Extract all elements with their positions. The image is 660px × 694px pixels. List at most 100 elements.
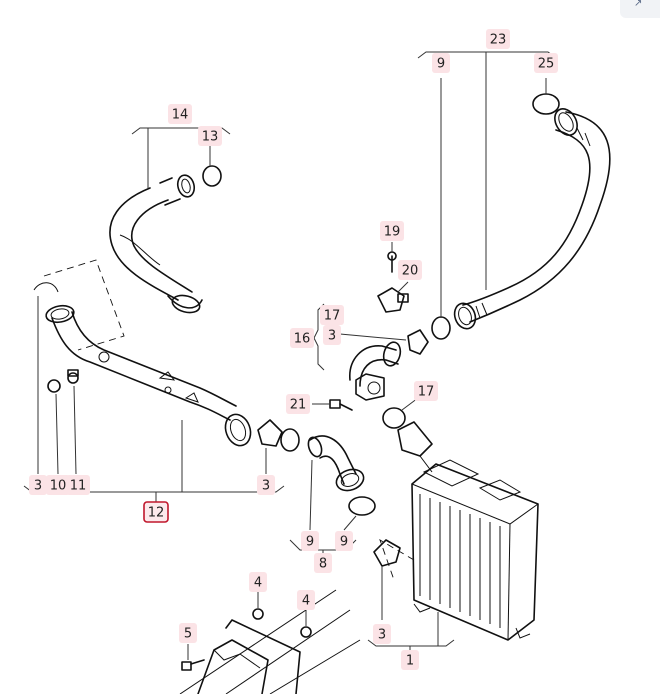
- callout-box[interactable]: [29, 475, 47, 495]
- callout-13[interactable]: 13: [198, 126, 222, 146]
- part-plug-10[interactable]: [47, 379, 61, 393]
- callout-number: 10: [50, 479, 67, 494]
- callout-box[interactable]: [323, 325, 341, 345]
- callout-5[interactable]: 5: [179, 623, 197, 643]
- part-intercooler-1[interactable]: [397, 421, 539, 641]
- callout-box[interactable]: [66, 475, 90, 495]
- callout-17[interactable]: 17: [414, 381, 438, 401]
- callout-box[interactable]: [373, 624, 391, 644]
- callout-number: 9: [340, 535, 348, 550]
- expand-button[interactable]: ↗: [620, 0, 660, 18]
- callout-3[interactable]: 3: [257, 475, 275, 495]
- callout-box[interactable]: [290, 328, 314, 348]
- callout-box[interactable]: [432, 53, 450, 73]
- callout-box[interactable]: [320, 305, 344, 325]
- part-clip-left[interactable]: [33, 282, 59, 293]
- callout-11[interactable]: 11: [66, 475, 90, 495]
- callout-box[interactable]: [143, 501, 169, 523]
- callout-number: 8: [319, 557, 327, 572]
- part-o-ring-9-upper[interactable]: [431, 316, 451, 340]
- part-nut-4-right[interactable]: [300, 626, 312, 638]
- callout-box[interactable]: [401, 650, 419, 670]
- callout-box[interactable]: [179, 623, 197, 643]
- callout-3[interactable]: 3: [323, 325, 341, 345]
- part-o-ring-25[interactable]: [532, 93, 560, 115]
- callout-box[interactable]: [168, 104, 192, 124]
- callout-20[interactable]: 20: [398, 260, 422, 280]
- callout-4[interactable]: 4: [249, 572, 267, 592]
- install-hint-outline-left: [43, 259, 125, 351]
- callout-14[interactable]: 14: [168, 104, 192, 124]
- callout-3[interactable]: 3: [29, 475, 47, 495]
- callout-box[interactable]: [314, 553, 332, 573]
- callout-box[interactable]: [414, 381, 438, 401]
- callout-23[interactable]: 23: [486, 29, 510, 49]
- leader-lines: [23, 51, 557, 660]
- callout-number: 25: [538, 57, 555, 72]
- callout-box[interactable]: [380, 221, 404, 241]
- part-nut-4-left[interactable]: [252, 608, 264, 620]
- callout-box[interactable]: [297, 590, 315, 610]
- part-bolt-11[interactable]: [67, 369, 79, 384]
- callout-8[interactable]: 8: [314, 553, 332, 573]
- callout-number: 16: [294, 332, 311, 347]
- callout-number: 19: [384, 225, 401, 240]
- part-bracket-lower[interactable]: [179, 589, 361, 694]
- callout-21[interactable]: 21: [286, 394, 310, 414]
- callout-number: 11: [70, 479, 87, 494]
- expand-icon: ↗: [634, 0, 643, 9]
- callout-16[interactable]: 16: [290, 328, 314, 348]
- callout-box[interactable]: [335, 531, 353, 551]
- callout-box[interactable]: [301, 531, 319, 551]
- callout-box[interactable]: [534, 53, 558, 73]
- part-elbow-connector-8[interactable]: [306, 435, 367, 495]
- callout-number: 3: [262, 479, 270, 494]
- callout-box[interactable]: [46, 475, 70, 495]
- callout-number: 9: [437, 57, 445, 72]
- part-o-ring-13[interactable]: [202, 165, 222, 187]
- callout-box[interactable]: [486, 29, 510, 49]
- callout-10[interactable]: 10: [46, 475, 70, 495]
- install-hint-outline-right: [379, 538, 415, 581]
- part-throttle-housing-16[interactable]: [349, 340, 403, 401]
- callout-4[interactable]: 4: [297, 590, 315, 610]
- part-gasket-3-upper[interactable]: [407, 329, 429, 355]
- part-seal-17[interactable]: [382, 407, 406, 429]
- part-o-ring-9-lower[interactable]: [348, 496, 376, 516]
- callout-box[interactable]: [286, 394, 310, 414]
- callout-number: 3: [34, 479, 42, 494]
- callout-19[interactable]: 19: [380, 221, 404, 241]
- callout-1[interactable]: 1: [401, 650, 419, 670]
- callout-3[interactable]: 3: [373, 624, 391, 644]
- part-hose-upper-left[interactable]: [109, 173, 203, 315]
- callout-number: 3: [328, 329, 336, 344]
- callout-25[interactable]: 25: [534, 53, 558, 73]
- part-bolt-5[interactable]: [181, 659, 205, 671]
- callout-number: 14: [172, 108, 189, 123]
- callout-9[interactable]: 9: [432, 53, 450, 73]
- part-charge-pipe-12[interactable]: [45, 304, 255, 449]
- callout-box[interactable]: [398, 260, 422, 280]
- callout-number: 5: [184, 627, 192, 642]
- callout-17[interactable]: 17: [320, 305, 344, 325]
- callout-box[interactable]: [257, 475, 275, 495]
- part-bolt-21[interactable]: [329, 399, 353, 411]
- part-o-ring-9-left[interactable]: [280, 428, 300, 452]
- callout-9[interactable]: 9: [335, 531, 353, 551]
- part-screw-19[interactable]: [387, 251, 397, 273]
- callout-number: 3: [378, 628, 386, 643]
- callout-number: 20: [402, 264, 419, 279]
- part-hose-upper-right[interactable]: [451, 105, 611, 332]
- callout-number: 17: [324, 309, 341, 324]
- callout-box[interactable]: [198, 126, 222, 146]
- callout-number: 4: [302, 594, 310, 609]
- callout-box[interactable]: [249, 572, 267, 592]
- callout-12[interactable]: 12: [143, 501, 169, 523]
- part-gasket-3-lower[interactable]: [373, 539, 401, 567]
- callout-9[interactable]: 9: [301, 531, 319, 551]
- part-sensor-20[interactable]: [377, 287, 409, 313]
- part-gasket-3-left[interactable]: [257, 419, 283, 447]
